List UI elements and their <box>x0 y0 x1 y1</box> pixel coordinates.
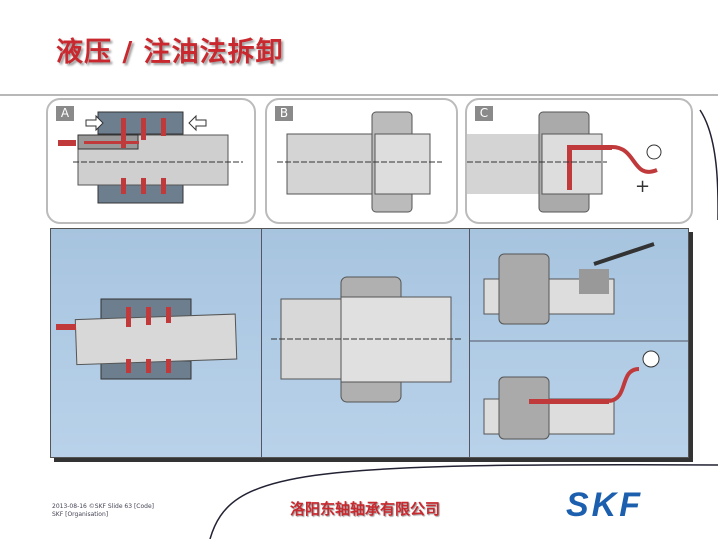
footer-meta: 2013-08-16 ©SKF Slide 63 [Code] SKF [Org… <box>52 503 154 519</box>
panel-label: A <box>56 106 74 121</box>
svg-text:+: + <box>635 176 650 197</box>
footer-date: 2013-08-16 ©SKF Slide 63 [Code] <box>52 503 155 510</box>
company-name: 洛阳东轴轴承有限公司 <box>290 500 441 518</box>
skf-logo: SKF <box>566 486 643 524</box>
detail-sleeve <box>51 229 262 457</box>
bearing-diagram <box>277 111 442 213</box>
panel-label: B <box>275 106 293 121</box>
page-title: 液压 / 注油法拆卸 <box>56 37 284 68</box>
detail-bearing <box>261 229 470 457</box>
oil-injection-diagram: + <box>467 111 662 213</box>
detail-panel <box>50 228 689 458</box>
panel-label: C <box>475 106 493 121</box>
divider <box>0 94 718 96</box>
panel-a: A <box>46 98 256 224</box>
detail-hydraulic <box>469 229 688 457</box>
footer-org: SKF [Organisation] <box>52 511 109 518</box>
sleeve-diagram <box>58 111 243 204</box>
panel-c: C + <box>465 98 693 224</box>
panel-b: B <box>265 98 458 224</box>
